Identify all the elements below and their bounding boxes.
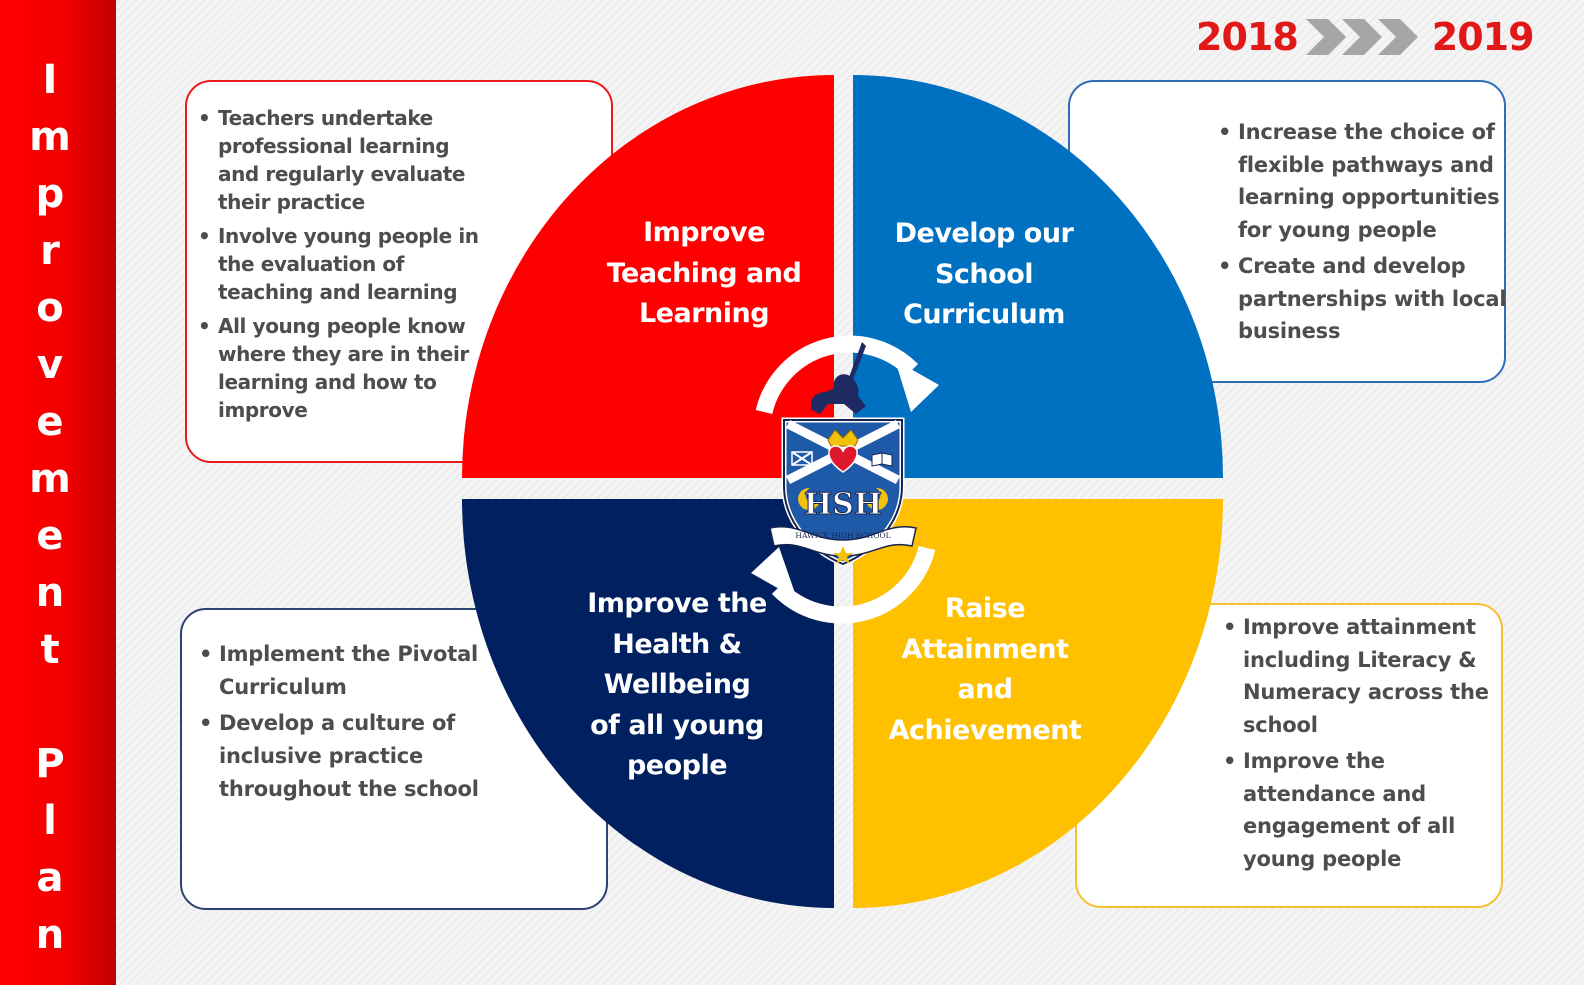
school-crest-logo: HSH HAWICK HIGH SCHOOL xyxy=(769,342,917,567)
quadrant-title-line: Develop our xyxy=(894,218,1074,249)
quadrant-title-line: Curriculum xyxy=(903,299,1065,330)
sidebar-letter: o xyxy=(36,285,64,331)
quadrant-title-line: School xyxy=(934,258,1034,290)
chevron-arrows-icon xyxy=(1305,15,1422,59)
bullet-item: Teachers undertake professional learning… xyxy=(198,104,488,216)
attainment-actions-box: Improve attainment including Literacy & … xyxy=(1075,603,1503,908)
quadrant-title-line: Attainment and xyxy=(901,633,1069,706)
start-year: 2018 xyxy=(1196,15,1299,59)
bullet-item: Involve young people in the evaluation o… xyxy=(198,222,488,306)
sidebar-title-banner: I m p r o v e m e n t P l a n xyxy=(0,0,116,985)
bullet-item: Improve attainment including Literacy & … xyxy=(1223,611,1493,741)
bullet-list: Implement the Pivotal Curriculum Develop… xyxy=(199,638,479,809)
quadrant-health-wellbeing xyxy=(462,499,834,908)
sidebar-letter: P xyxy=(35,741,65,787)
quadrant-title-line: Health & xyxy=(612,628,742,660)
sidebar-letter: e xyxy=(36,399,64,445)
quadrant-title-line: Teaching and xyxy=(606,257,802,289)
bullet-item: Create and develop partnerships with loc… xyxy=(1218,250,1508,348)
bullet-item: Increase the choice of flexible pathways… xyxy=(1218,116,1508,246)
quadrant-title-line: of all young xyxy=(590,709,764,741)
bullet-list: Improve attainment including Literacy & … xyxy=(1223,611,1493,879)
quadrant-teaching-learning xyxy=(462,75,834,478)
quadrant-title-line: people xyxy=(626,750,728,781)
bullet-item: Develop a culture of inclusive practice … xyxy=(199,707,479,806)
bullet-item: All young people know where they are in … xyxy=(198,312,488,424)
quadrant-title-health-wellbeing: Improve the Health & Wellbeing of all yo… xyxy=(577,584,777,787)
sidebar-letter: v xyxy=(36,342,64,388)
quadrant-title-line: Raise xyxy=(944,593,1026,624)
bullet-item: Implement the Pivotal Curriculum xyxy=(199,638,479,704)
crest-monogram: HSH xyxy=(804,487,882,522)
sidebar-letter: n xyxy=(35,912,65,958)
year-range: 2018 2019 xyxy=(1196,12,1535,62)
end-year: 2019 xyxy=(1431,15,1535,59)
quadrant-title-school-curriculum: Develop our School Curriculum xyxy=(884,214,1084,336)
sidebar-letter: m xyxy=(29,114,71,160)
quadrant-title-teaching-learning: Improve Teaching and Learning xyxy=(604,213,804,335)
bullet-item: Improve the attendance and engagement of… xyxy=(1223,745,1493,875)
sidebar-letter: t xyxy=(40,627,60,673)
sidebar-letter: a xyxy=(36,855,64,901)
sidebar-letter: I xyxy=(42,57,58,103)
quadrant-title-line: Wellbeing xyxy=(603,669,751,700)
sidebar-title-letters: I m p r o v e m e n t P l a n xyxy=(0,52,100,964)
quadrant-title-line: Achievement xyxy=(888,714,1082,746)
quadrant-school-curriculum xyxy=(853,75,1223,478)
quadrant-attainment xyxy=(853,499,1223,908)
quadrant-title-attainment: Raise Attainment and Achievement xyxy=(870,589,1100,751)
sidebar-letter: m xyxy=(29,456,71,502)
sidebar-letter: n xyxy=(35,570,65,616)
cycle-arrows-icon xyxy=(751,335,939,624)
sidebar-letter: e xyxy=(36,513,64,559)
crest-scroll-text: HAWICK HIGH SCHOOL xyxy=(795,531,890,540)
sidebar-letter: l xyxy=(43,798,57,844)
sidebar-letter: p xyxy=(35,171,65,217)
bullet-list: Increase the choice of flexible pathways… xyxy=(1218,116,1508,352)
quadrant-title-line: Improve the xyxy=(587,588,767,619)
quadrant-title-line: Improve xyxy=(643,217,765,248)
quadrant-title-line: Learning xyxy=(638,298,770,329)
sidebar-letter: r xyxy=(40,228,60,274)
bullet-list: Teachers undertake professional learning… xyxy=(198,104,488,430)
